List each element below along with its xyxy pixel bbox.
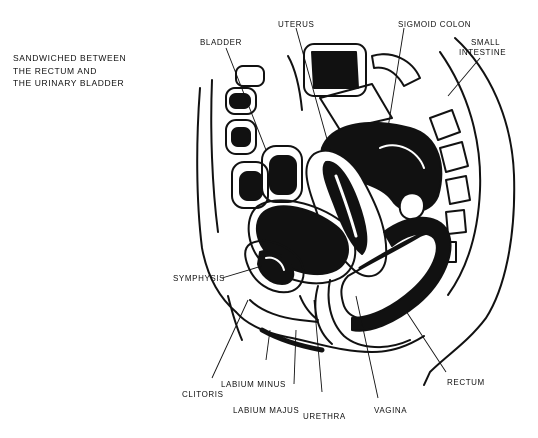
caption-line-1: SANDWICHED BETWEEN — [13, 53, 127, 63]
leader-labium-majus — [293, 329, 297, 385]
caption-line-3: THE URINARY BLADDER — [13, 78, 125, 88]
back-outline — [423, 37, 516, 386]
label-clitoris: CLITORIS — [182, 390, 224, 399]
label-small-intestine-2: INTESTINE — [459, 48, 507, 57]
label-urethra: URETHRA — [303, 412, 346, 421]
leader-clitoris — [211, 299, 249, 379]
intestine-loop — [225, 87, 257, 115]
figure-caption: SANDWICHED BETWEEN THE RECTUM AND THE UR… — [13, 52, 126, 90]
leader-uterus — [295, 27, 331, 151]
label-labium-minus: LABIUM MINUS — [221, 380, 286, 389]
label-small-intestine-1: SMALL — [471, 38, 501, 47]
leader-small-intestine — [447, 57, 481, 97]
leader-sigmoid — [387, 27, 405, 129]
caption-line-2: THE RECTUM AND — [13, 65, 97, 76]
label-rectum: RECTUM — [447, 378, 485, 387]
sacrum-inner — [439, 51, 482, 296]
abdominal-wall — [196, 87, 237, 313]
label-uterus: UTERUS — [278, 20, 315, 29]
leader-symphysis — [221, 265, 263, 279]
label-vagina: VAGINA — [374, 406, 408, 415]
leader-urethra — [313, 299, 323, 393]
leader-bladder — [225, 47, 267, 151]
label-bladder: BLADDER — [200, 38, 242, 47]
label-sigmoid-colon: SIGMOID COLON — [398, 20, 472, 29]
symphysis-pubis — [244, 239, 305, 294]
leader-vagina — [355, 295, 379, 399]
label-labium-majus: LABIUM MAJUS — [233, 406, 300, 415]
label-symphysis: SYMPHYSIS — [173, 274, 226, 283]
rectum — [351, 216, 452, 332]
leader-labium-minus — [265, 329, 271, 361]
leader-rectum — [403, 307, 447, 373]
